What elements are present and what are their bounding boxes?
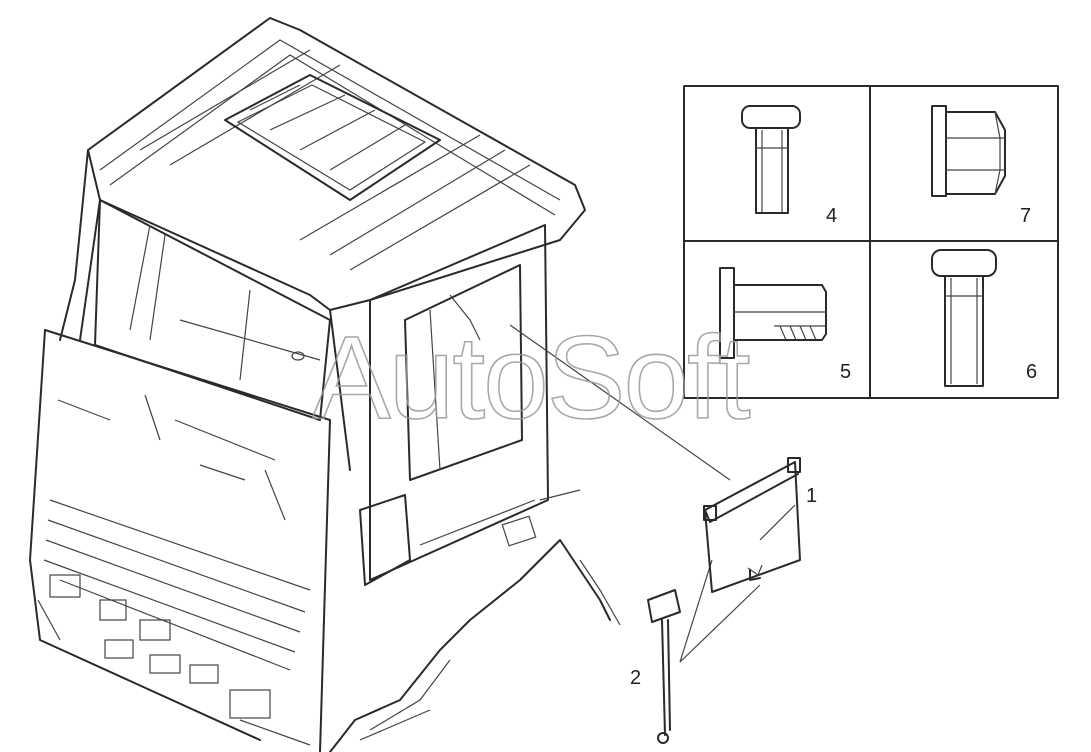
windscreen [94, 199, 331, 421]
leader-lines [509, 324, 761, 663]
callout-2: 2 [630, 667, 641, 689]
callout-7: 7 [1020, 205, 1031, 227]
fastener-5-bushing [719, 267, 827, 359]
roof-hatch [224, 74, 441, 201]
part-2-bracket [647, 589, 681, 744]
cab-door [359, 224, 549, 586]
callout-1: 1 [806, 485, 817, 507]
wheel-arch [329, 489, 621, 752]
callout-6: 6 [1026, 361, 1037, 383]
front-grille [29, 329, 331, 752]
fastener-7-hex-nut [931, 105, 1006, 197]
part-1-sun-visor [703, 457, 801, 593]
fastener-4-screw [741, 105, 801, 214]
truck-cab-illustration [29, 17, 621, 752]
callout-5: 5 [840, 361, 851, 383]
watermark-text: AutoSoft [312, 312, 750, 444]
fastener-panel: 4 7 5 6 [683, 85, 1059, 399]
fastener-6-screw [931, 249, 997, 387]
callout-4: 4 [826, 205, 837, 227]
